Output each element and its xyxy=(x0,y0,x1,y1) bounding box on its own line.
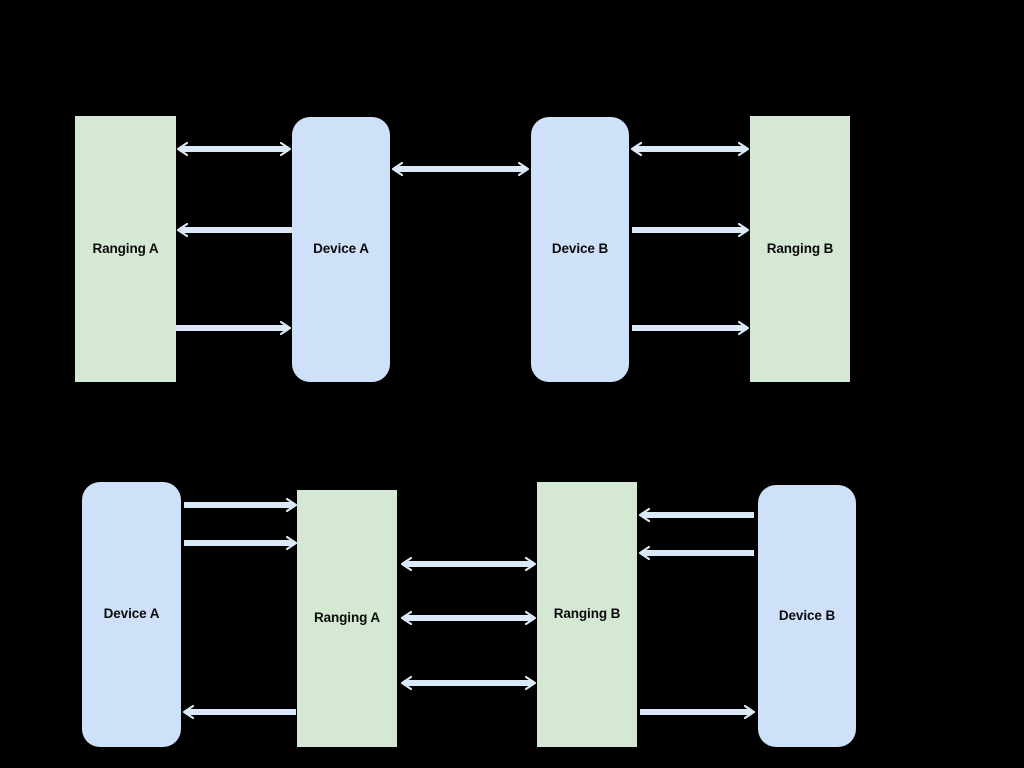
arrow-bot-b3-right xyxy=(640,704,756,720)
node-bot-device-b[interactable]: Device B xyxy=(758,485,856,747)
node-label-bot-ranging-b: Ranging B xyxy=(553,606,621,622)
node-bot-ranging-a[interactable]: Ranging A xyxy=(297,490,397,747)
node-bot-device-a[interactable]: Device A xyxy=(82,482,181,747)
node-label-bot-device-a: Device A xyxy=(103,606,160,622)
arrow-bot-m2-both xyxy=(400,610,537,626)
node-label-bot-ranging-a: Ranging A xyxy=(313,610,381,626)
arrow-bot-m1-both xyxy=(400,556,537,572)
node-label-bot-device-b: Device B xyxy=(778,607,836,623)
arrow-bot-a3-left xyxy=(182,704,296,720)
node-bot-ranging-b[interactable]: Ranging B xyxy=(537,482,637,747)
arrow-bot-b1-left xyxy=(638,507,754,523)
arrow-bot-b2-left xyxy=(638,545,754,561)
node-top-ranging-b[interactable]: Ranging B xyxy=(750,116,850,382)
arrow-bot-a1-right xyxy=(184,497,298,513)
arrow-bot-a2-right xyxy=(184,535,298,551)
arrow-bot-m3-both xyxy=(400,675,537,691)
